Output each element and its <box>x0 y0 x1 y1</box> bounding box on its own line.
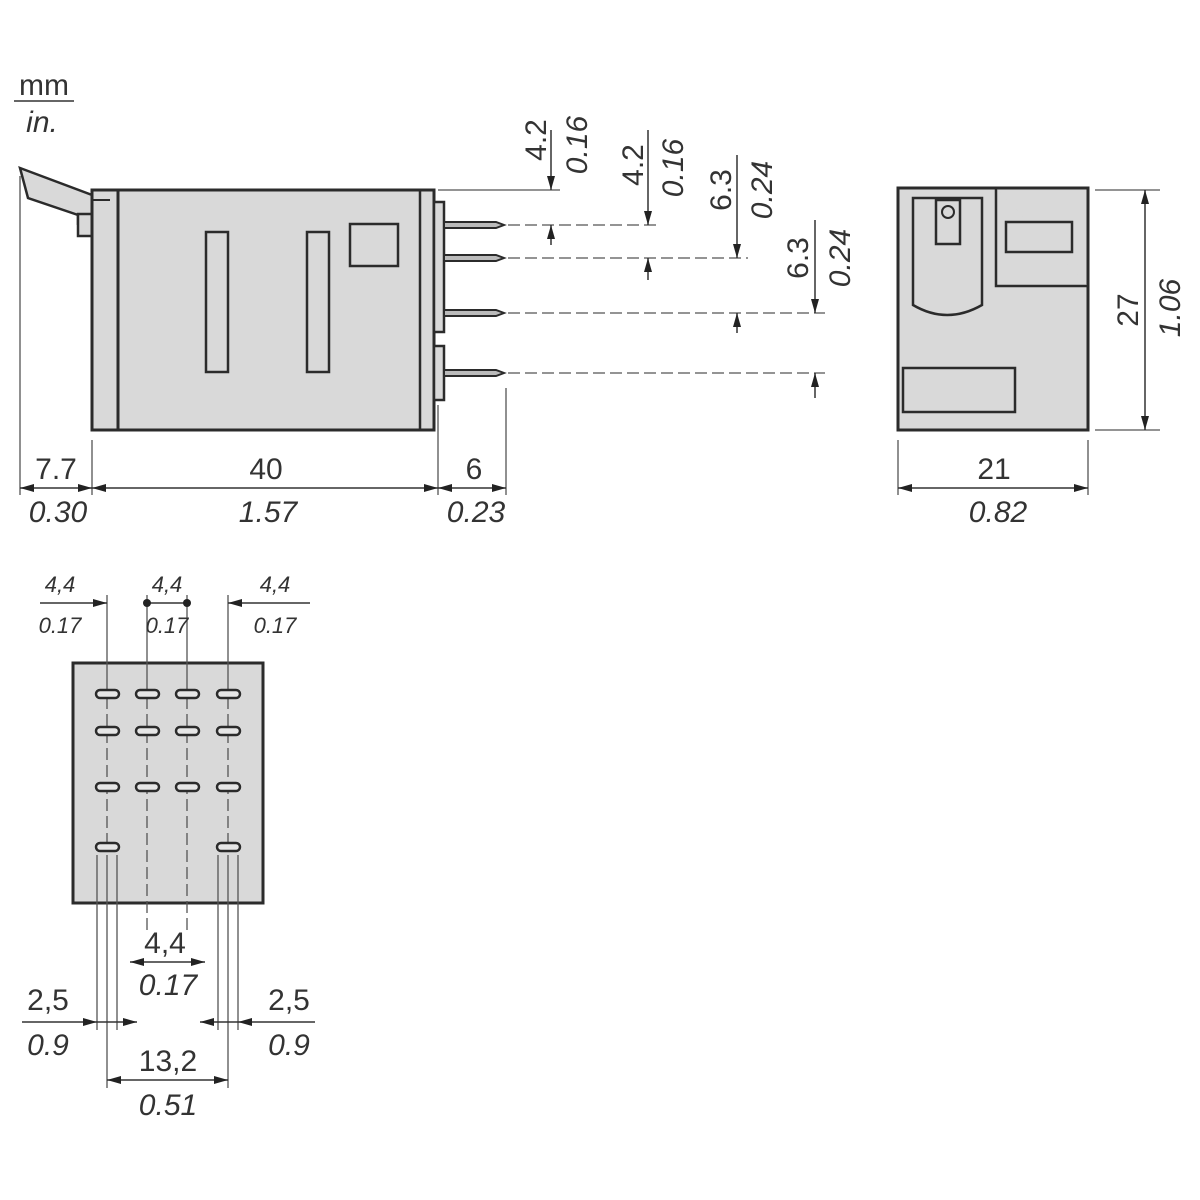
end-width-in: 0.82 <box>969 496 1028 529</box>
pin <box>443 309 507 317</box>
unit-mm: mm <box>19 69 69 102</box>
end-height-in: 1.06 <box>1154 278 1187 337</box>
terminal-pins <box>443 221 507 377</box>
window-slot-right <box>305 230 331 374</box>
pin-spacing-2-in: 0.16 <box>657 138 690 197</box>
pin-width-right-in: 0.9 <box>268 1029 310 1062</box>
center-pitch-in: 0.17 <box>139 969 199 1002</box>
pin <box>443 221 507 229</box>
indicator-window <box>348 222 400 268</box>
top-pitch-3-mm: 4,4 <box>260 572 291 597</box>
pin-centerlines <box>106 595 229 935</box>
bottom-view: 4,4 0.17 4,4 0.17 4,4 0.17 4,4 0.17 2,5 … <box>22 572 315 1122</box>
unit-in: in. <box>26 106 58 139</box>
length-mm: 40 <box>249 453 282 486</box>
side-view: 4.2 0.16 4.2 0.16 6.3 0.24 6.3 0.24 7.7 … <box>18 115 857 529</box>
pin <box>443 369 507 377</box>
outer-pitch-in: 0.51 <box>139 1089 197 1122</box>
length-in: 1.57 <box>239 496 299 529</box>
top-pitch-2-in: 0.17 <box>146 613 190 638</box>
end-width-mm: 21 <box>977 453 1010 486</box>
top-pitch-3-in: 0.17 <box>254 613 298 638</box>
release-lever-end <box>911 196 984 317</box>
pin-spacing-3-mm: 6.3 <box>705 169 738 211</box>
center-pitch-mm: 4,4 <box>144 927 186 960</box>
lever-button <box>934 198 962 246</box>
terminal-plate-upper <box>432 200 446 334</box>
pin-spacing-3-in: 0.24 <box>746 161 779 219</box>
pin-slots <box>94 688 242 853</box>
terminal-plate-lower <box>432 344 446 402</box>
pin-length-in: 0.23 <box>447 496 506 529</box>
top-pitch-1-mm: 4,4 <box>45 572 76 597</box>
pin-width-left-mm: 2,5 <box>27 984 69 1017</box>
top-pitch-1-in: 0.17 <box>39 613 83 638</box>
pin-spacing-4-mm: 6.3 <box>782 237 815 279</box>
label-window <box>1004 220 1074 254</box>
end-height-mm: 27 <box>1112 293 1145 326</box>
pin-spacing-2-mm: 4.2 <box>617 144 650 186</box>
pin-length-mm: 6 <box>466 453 483 486</box>
pin-width-left-in: 0.9 <box>27 1029 69 1062</box>
pin-spacing-4-in: 0.24 <box>824 229 857 287</box>
pin-spacing-1-in: 0.16 <box>561 115 594 174</box>
end-view: 27 1.06 21 0.82 <box>896 186 1187 529</box>
lever-in: 0.30 <box>29 496 88 529</box>
outer-pitch-mm: 13,2 <box>139 1045 197 1078</box>
pin <box>443 254 507 262</box>
lever-mm: 7.7 <box>35 453 77 486</box>
bottom-window <box>901 366 1017 414</box>
window-slot-left <box>204 230 230 374</box>
top-pitch-2-mm: 4,4 <box>152 572 183 597</box>
pin-width-right-mm: 2,5 <box>268 984 310 1017</box>
pin-spacing-1-mm: 4.2 <box>520 119 553 161</box>
units-legend: mm in. <box>14 69 74 139</box>
